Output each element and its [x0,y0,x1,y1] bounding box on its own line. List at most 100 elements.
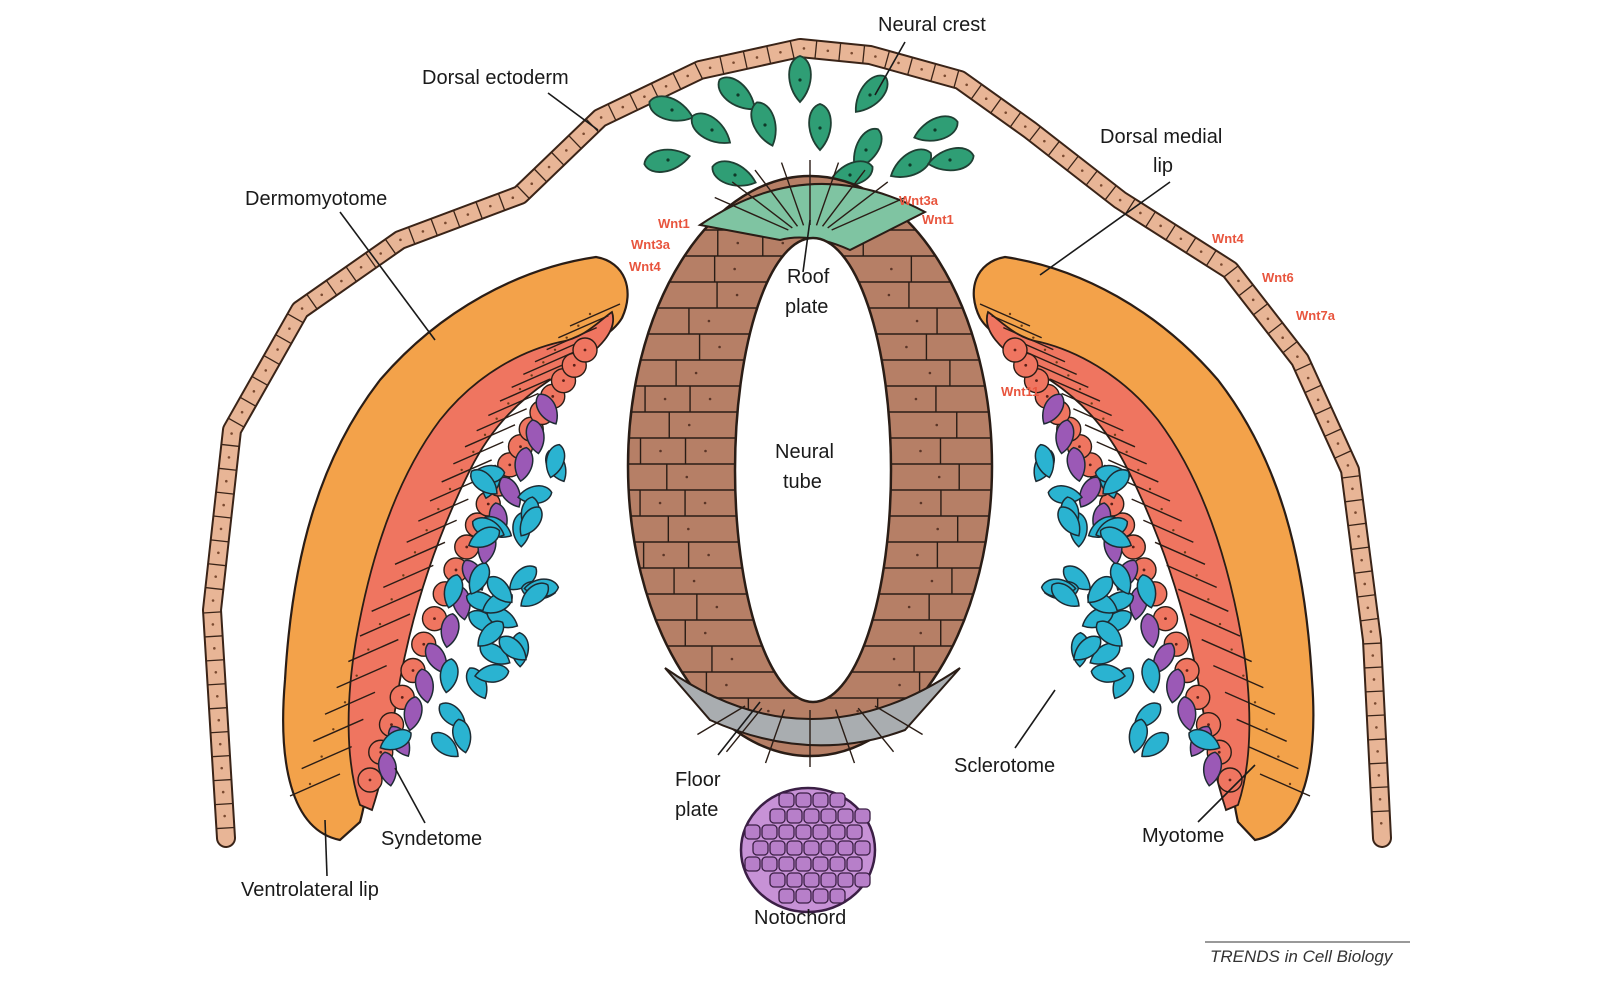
neural-tube-cell-nucleus [695,372,698,375]
neural-crest-cell-nucleus [868,93,871,96]
ectoderm-cell-nucleus [850,52,853,55]
myotome-cell-nucleus [1014,349,1017,352]
ectoderm-cell-nucleus [1327,420,1330,423]
ectoderm-cell-nucleus [241,411,244,414]
neural-tube-cell-nucleus [919,450,922,453]
dermomyotome-cell-nucleus [1265,728,1267,730]
notochord-cell [753,841,768,855]
ectoderm-cell-nucleus [1380,822,1383,825]
label-dorsal-medial-lip-line2: lip [1153,155,1173,177]
ectoderm-cell-nucleus [600,116,603,119]
notochord-cell [830,889,845,903]
ectoderm-cell-nucleus [1376,750,1379,753]
myotome-cell-nucleus [412,669,415,672]
ectoderm-cell-nucleus [803,47,806,50]
neural-tube-cell-nucleus [707,554,710,557]
neural-tube-cell-nucleus [935,424,938,427]
dermomyotome-cell-nucleus [472,451,474,453]
neural-tube-cell-nucleus [733,268,736,271]
ectoderm-cell-nucleus [565,149,568,152]
notochord-cell [830,825,845,839]
dermomyotome-cell-nucleus [565,336,567,338]
myotome-cell-nucleus [433,617,436,620]
dermomyotome-cell-nucleus [589,313,591,315]
myotome-cell-nucleus [551,395,554,398]
neural-tube-cell-nucleus [708,320,711,323]
dermomyotome-cell-nucleus [1009,313,1011,315]
ectoderm-cell-nucleus [686,75,689,78]
myotome-cell-nucleus [584,349,587,352]
dermomyotome-cell-nucleus [1102,418,1104,420]
notochord-cell [779,857,794,871]
notochord-cell [762,857,777,871]
neural-crest-cell-nucleus [818,126,821,129]
neural-tube-cell-nucleus [693,580,696,583]
ectoderm-cell-nucleus [1378,774,1381,777]
myotome-cell-nucleus [1229,779,1232,782]
ectoderm-cell-nucleus [214,575,217,578]
dermomyotome-cell-nucleus [449,488,451,490]
myotome-cell-nucleus [1218,751,1221,754]
dermomyotome-cell-nucleus [519,388,521,390]
ectoderm-cell-nucleus [230,432,233,435]
ectoderm-cell-nucleus [444,222,447,225]
ectoderm-cell-nucleus [985,97,988,100]
dermomyotome-cell-nucleus [554,349,556,351]
dermomyotome-cell-nucleus [1114,434,1116,436]
notochord-cell [847,857,862,871]
ectoderm-cell-nucleus [548,166,551,169]
notochord-cell [796,825,811,839]
ectoderm-cell-border [1363,643,1381,644]
neural-tube-cell-nucleus [688,424,691,427]
notochord-cell [821,841,836,855]
ectoderm-cell-nucleus [1375,726,1378,729]
notochord-cell [813,825,828,839]
notochord-cell [830,857,845,871]
ectoderm-cell-nucleus [897,62,900,65]
wnt-label-left-wnt1: Wnt1 [658,216,690,231]
ectoderm-cell-nucleus [215,671,218,674]
dermomyotome-cell-nucleus [1195,574,1197,576]
ectoderm-cell-nucleus [1379,798,1382,801]
neural-tube-cell-nucleus [725,684,728,687]
dermomyotome-cell-nucleus [320,755,322,757]
myotome-cell-nucleus [1046,395,1049,398]
neural-tube-cell-nucleus [916,554,919,557]
dermomyotome-cell-nucleus [1289,783,1291,785]
ectoderm-cell-nucleus [1296,355,1299,358]
ectoderm-cell-border [1364,667,1382,668]
dermomyotome-cell-nucleus [367,648,369,650]
ectoderm-cell-nucleus [1351,487,1354,490]
ectoderm-cell-nucleus [1062,155,1065,158]
ectoderm-cell-nucleus [1252,299,1255,302]
ectoderm-cell-nucleus [228,456,231,459]
ectoderm-cell-nucleus [1220,263,1223,266]
ectoderm-cell-border [1369,763,1387,764]
dermomyotome-cell-nucleus [1044,349,1046,351]
neural-tube-cell-nucleus [736,242,739,245]
notochord-cell [796,857,811,871]
dermomyotome-cell-nucleus [495,418,497,420]
label-roof-plate-line1: Roof [787,266,830,288]
dermomyotome-cell-nucleus [1032,336,1034,338]
ectoderm-cell-nucleus [212,623,215,626]
myotome-cell-nucleus [422,643,425,646]
ectoderm-cell-nucleus [276,348,279,351]
wnt-label-roof-wnt1: Wnt1 [922,212,954,227]
ectoderm-cell-nucleus [511,196,514,199]
ectoderm-cell-border [1372,811,1390,812]
ectoderm-cell-nucleus [643,95,646,98]
label-neural-tube-line1: Neural [775,441,834,463]
label-neural-crest: Neural crest [878,14,986,36]
ectoderm-cell-nucleus [379,252,382,255]
neural-tube-cell-nucleus [915,398,918,401]
neural-tube-cell-nucleus [685,476,688,479]
myotome-cell-nucleus [369,779,372,782]
neural-crest-cell-nucleus [933,128,936,131]
dermomyotome-cell-nucleus [542,361,544,363]
neural-tube-cell-nucleus [920,502,923,505]
myotome-cell-nucleus [1078,445,1081,448]
neural-tube-cell-nucleus [664,398,667,401]
label-floor-plate-line2: plate [675,799,718,821]
